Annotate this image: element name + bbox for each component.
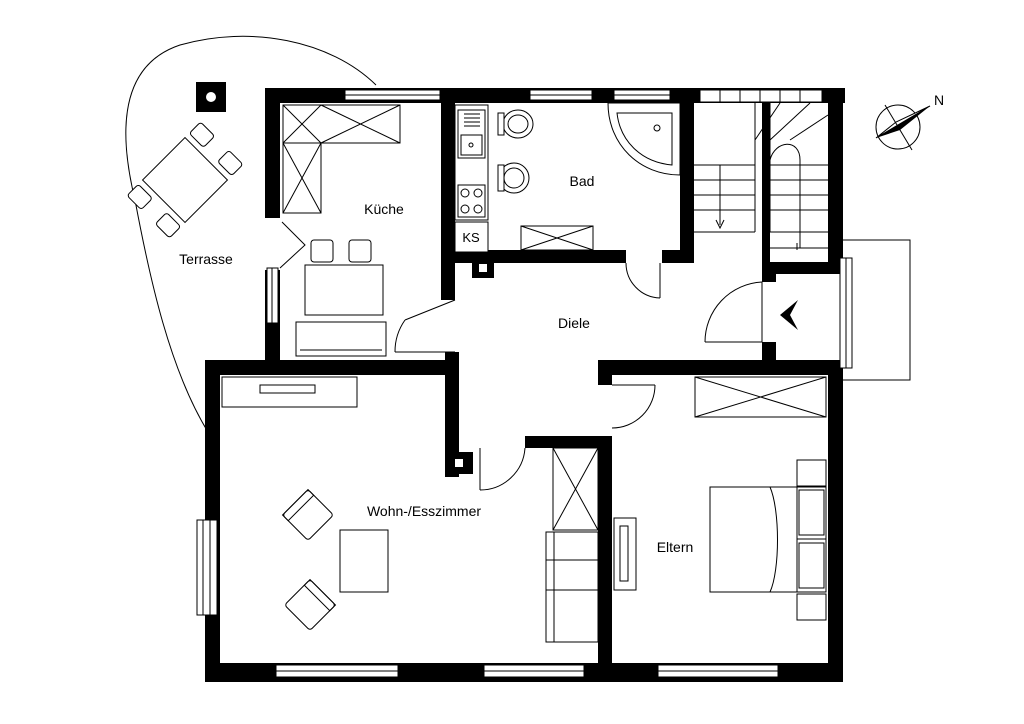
compass-icon — [875, 104, 931, 151]
kitchen-table — [295, 239, 387, 357]
windows — [196, 89, 911, 678]
compass-north-label: N — [934, 92, 944, 108]
credit-text: McGrundriss — [831, 626, 837, 660]
bedroom-furniture — [613, 376, 827, 621]
staircase — [694, 102, 829, 250]
room-label-eltern: Eltern — [657, 539, 694, 555]
doors — [279, 221, 763, 491]
room-label-terrasse: Terrasse — [179, 251, 233, 267]
living-furniture — [221, 376, 599, 643]
terrace-table-set — [127, 122, 243, 238]
room-label-kueche: Küche — [364, 201, 404, 217]
bath-fixtures — [497, 102, 681, 251]
kitchen-counter — [282, 104, 401, 214]
room-label-bad: Bad — [570, 173, 595, 189]
kitchen-sink-stove — [454, 104, 489, 253]
room-label-wohnen: Wohn-/Esszimmer — [367, 503, 481, 519]
fridge-label: KS — [462, 230, 480, 245]
entrance-arrow-icon — [780, 300, 798, 330]
room-label-diele: Diele — [558, 315, 590, 331]
terrace-outline — [125, 35, 377, 433]
